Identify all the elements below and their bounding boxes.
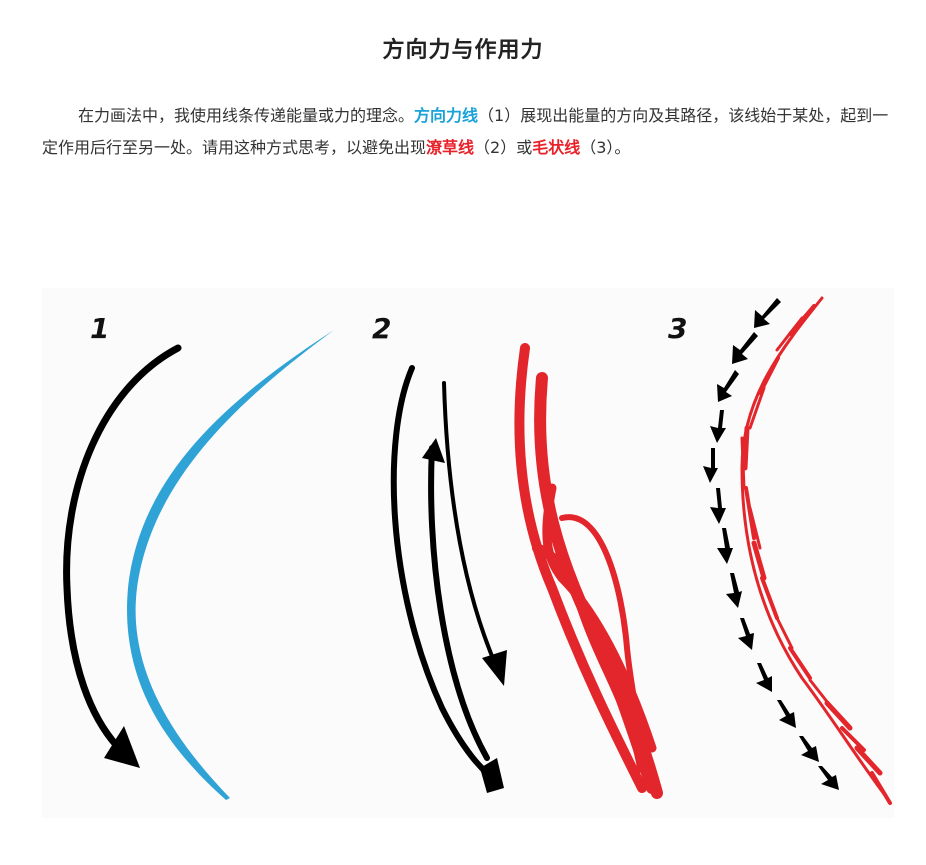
panel-label-3: 3 [668, 312, 688, 345]
term-hairy-line: 毛状线 [532, 138, 581, 157]
red-hairy-line [740, 296, 892, 805]
term-directional-force-line: 方向力线 [414, 106, 479, 125]
panel-label-2: 2 [372, 312, 392, 345]
scribble-arrows-icon [390, 365, 507, 793]
page-title: 方向力与作用力 [382, 38, 544, 63]
dashed-arrows-icon [703, 298, 839, 790]
blue-force-line [127, 330, 334, 800]
para-text-3: （2）或 [474, 138, 533, 157]
red-scribble-line [514, 343, 663, 799]
para-text-1: 在力画法中，我使用线条传递能量或力的理念。 [78, 106, 415, 125]
para-text-4: （3）。 [580, 138, 631, 157]
term-scribble-line: 潦草线 [426, 138, 475, 157]
panel-label-1: 1 [90, 312, 110, 345]
intro-paragraph: 在力画法中，我使用线条传递能量或力的理念。方向力线（1）展现出能量的方向及其路径… [42, 100, 898, 164]
force-line-illustration: 1 2 3 [42, 288, 894, 818]
para-text-2: （1）展现出能量的方向及其路径，该线始于某处，起到一定作用后行至另一处。请用这种… [42, 106, 889, 157]
curved-arrow-icon [63, 344, 182, 768]
